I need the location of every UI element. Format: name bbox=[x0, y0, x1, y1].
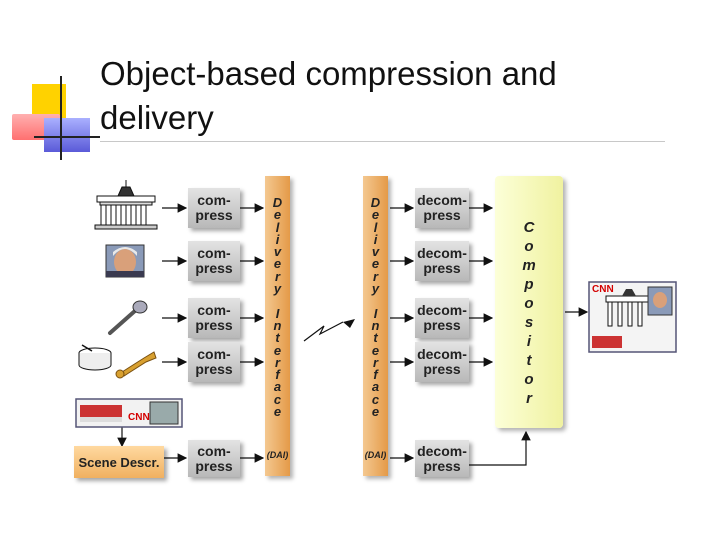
delivery-interface-bar-right bbox=[363, 176, 388, 476]
compress-block-3: com-press bbox=[188, 298, 240, 338]
microphone-icon bbox=[108, 300, 148, 335]
decompress-block-2: decom-press bbox=[415, 241, 469, 281]
drum-icon bbox=[78, 344, 112, 371]
dai-label-left: (DAI) bbox=[266, 450, 289, 460]
dai-label-right: (DAI) bbox=[364, 450, 387, 460]
slide-title: Object-based compression and delivery bbox=[100, 55, 557, 136]
title-decoration-blue bbox=[44, 118, 90, 152]
svg-text:CNN: CNN bbox=[592, 284, 614, 295]
compress-block-2: com-press bbox=[188, 241, 240, 281]
tv-screen-icon: CNN bbox=[75, 398, 183, 428]
compositor-block bbox=[495, 176, 563, 428]
decompress-block-1: decom-press bbox=[415, 188, 469, 228]
delivery-interface-label-left: D e l i v e r y I n t e r f a c e bbox=[272, 195, 283, 420]
compress-block-5: com-press bbox=[188, 440, 240, 477]
scene-description-block: Scene Descr. bbox=[74, 446, 164, 478]
title-decoration-hline bbox=[34, 136, 100, 138]
lightning-icon bbox=[303, 319, 355, 342]
decompress-block-4: decom-press bbox=[415, 342, 469, 382]
decompress-block-5: decom-press bbox=[415, 440, 469, 477]
decompress-block-3: decom-press bbox=[415, 298, 469, 338]
portrait-icon bbox=[105, 244, 145, 278]
delivery-interface-label-right: D e l i v e r y I n t e r f a c e bbox=[370, 195, 381, 420]
compress-block-4: com-press bbox=[188, 342, 240, 382]
delivery-interface-bar-left bbox=[265, 176, 290, 476]
title-underline bbox=[100, 141, 665, 142]
svg-text:CNN: CNN bbox=[128, 412, 150, 423]
title-decoration-vline bbox=[60, 76, 62, 160]
gate-icon bbox=[94, 180, 158, 230]
compress-block-1: com-press bbox=[188, 188, 240, 228]
compositor-label: C o m p o s i t o r bbox=[522, 219, 536, 407]
composed-scene-icon: CNN bbox=[588, 281, 677, 353]
trumpet-icon bbox=[115, 351, 157, 379]
